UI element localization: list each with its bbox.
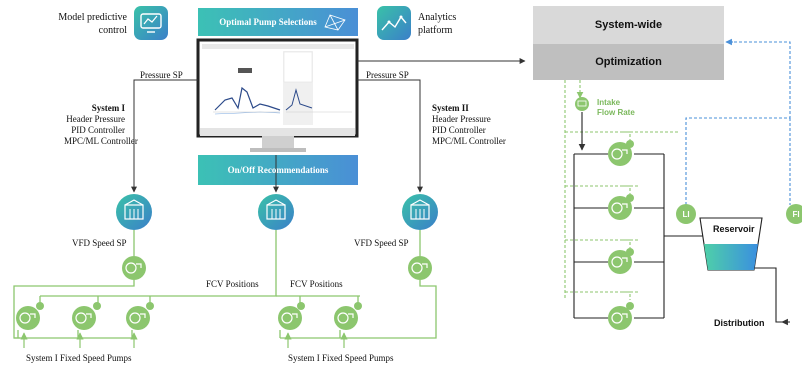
mpc-icon xyxy=(134,6,168,40)
analytics-label: Analytics platform xyxy=(418,12,457,36)
vfd-speed-sp-left: VFD Speed SP xyxy=(72,238,127,248)
fixed-pumps-label-left: System I Fixed Speed Pumps xyxy=(26,353,132,363)
pressure-sp-left: Pressure SP xyxy=(140,70,183,80)
monitor xyxy=(196,38,359,152)
controller-icon-1 xyxy=(116,194,152,230)
right-pump-2 xyxy=(608,194,634,220)
right-pump-1 xyxy=(608,140,634,166)
fixed-pumps-label-right: System I Fixed Speed Pumps xyxy=(288,353,394,363)
banner-onoff-recommendations: On/Off Recommendations xyxy=(227,165,329,175)
system1-info: System I Header Pressure PID Controller … xyxy=(64,103,138,146)
network-icon xyxy=(324,14,346,31)
analytics-icon xyxy=(377,6,411,40)
fixed-pump-1 xyxy=(16,302,44,330)
intake-flow-icon xyxy=(575,97,589,111)
li-label: LI xyxy=(682,210,690,219)
blue-dashed-lines xyxy=(685,41,791,205)
intake-flow-label: Intake Flow Rate xyxy=(597,98,635,117)
banner-bottom-bg xyxy=(198,155,358,185)
system-wide-box xyxy=(533,6,724,44)
fixed-pump-4 xyxy=(278,302,305,330)
vfd-pump-2 xyxy=(408,256,432,280)
vfd-speed-sp-right: VFD Speed SP xyxy=(354,238,409,248)
system-wide-label: System-wide xyxy=(594,19,663,31)
fcv-positions-left: FCV Positions xyxy=(206,279,259,289)
fixed-pump-3 xyxy=(126,302,154,330)
fi-label: FI xyxy=(792,210,800,219)
pressure-sp-right: Pressure SP xyxy=(366,70,409,80)
vfd-pump-1 xyxy=(122,256,146,280)
li-sensor xyxy=(676,204,696,224)
reservoir-label: Reservoir xyxy=(713,224,755,234)
green-dashed-lines xyxy=(564,80,680,300)
controller-icon-2 xyxy=(402,194,438,230)
banner-optimal-pump-selections: Optimal Pump Selections xyxy=(219,17,317,27)
fi-sensor xyxy=(786,204,802,224)
system1-wiring xyxy=(13,230,437,339)
fixed-pump-2 xyxy=(72,302,101,330)
right-pump-3 xyxy=(608,248,634,274)
reservoir-tank xyxy=(699,217,763,271)
right-pump-4 xyxy=(608,302,634,330)
distribution-label: Distribution xyxy=(714,318,765,328)
controller-icon-mid xyxy=(258,194,294,230)
mpc-label: Model predictive control xyxy=(58,12,127,36)
banner-top-bg xyxy=(198,8,358,36)
system2-info: System II Header Pressure PID Controller… xyxy=(432,103,506,146)
fcv-positions-right: FCV Positions xyxy=(290,279,343,289)
fixed-pump-5 xyxy=(334,302,362,330)
optimization-box xyxy=(533,44,724,80)
optimization-label: Optimization xyxy=(595,56,662,68)
